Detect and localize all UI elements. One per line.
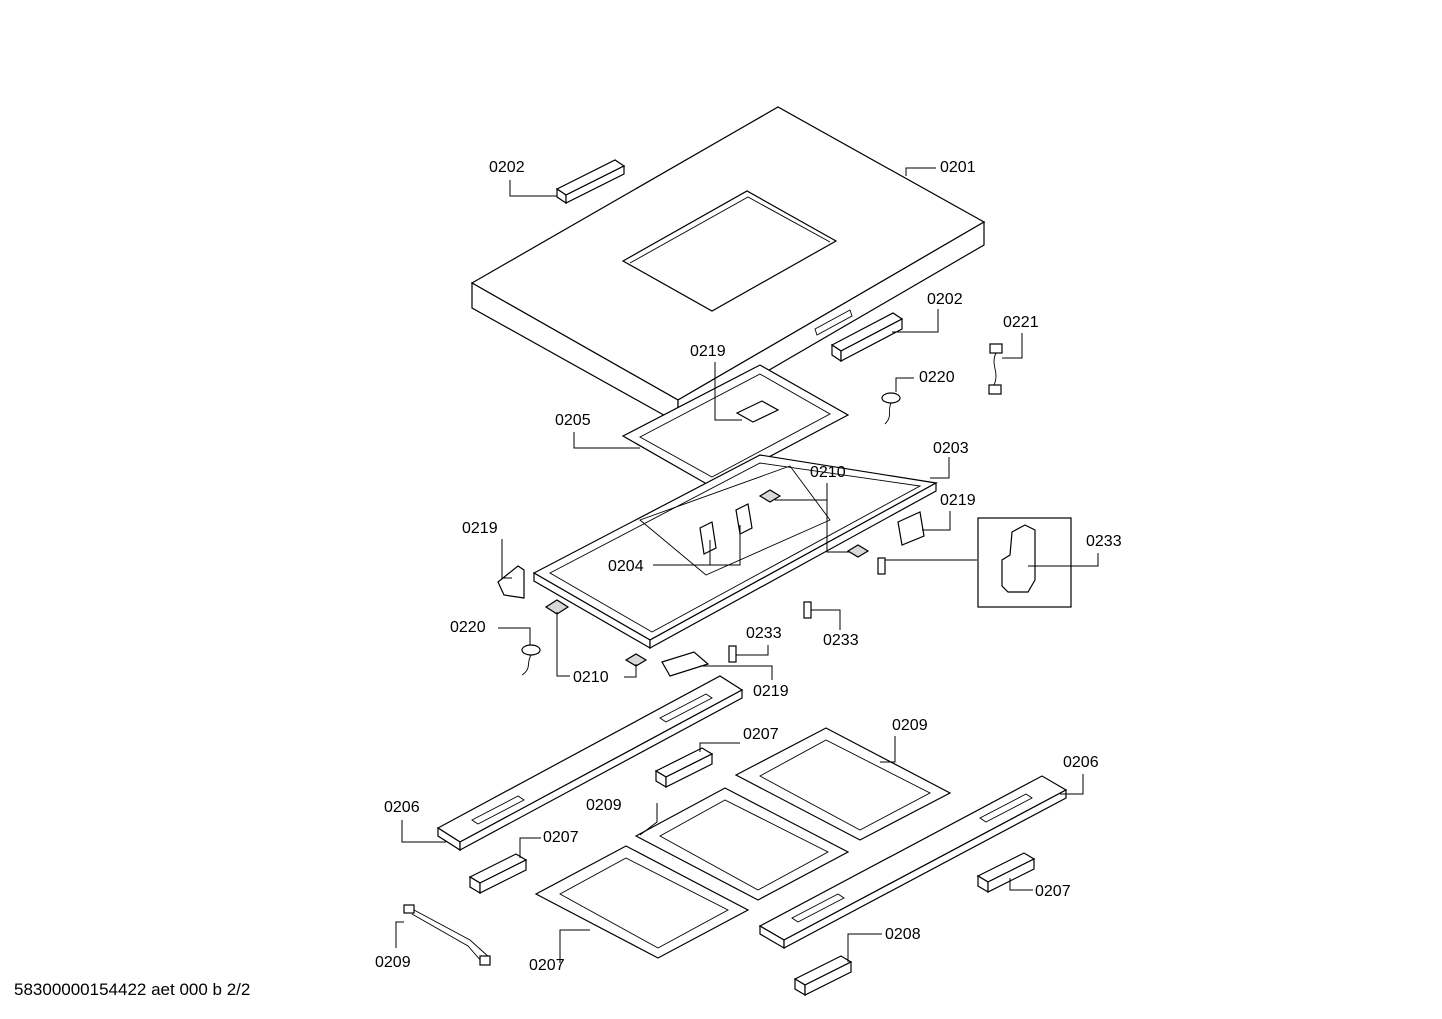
part-frame-0205 [621, 364, 850, 488]
callout-label: 0208 [885, 926, 921, 943]
callout-label: 0206 [1063, 754, 1099, 771]
part-cable-0221 [988, 343, 1003, 395]
callout-label: 0233 [823, 632, 859, 649]
callout-label: 0233 [746, 625, 782, 642]
callout-label: 0206 [384, 799, 420, 816]
part-harness-0208 [403, 904, 491, 966]
callout-label: 0219 [690, 343, 726, 360]
callout-label: 0203 [933, 440, 969, 457]
part-rail-0206-left [436, 675, 744, 852]
part-light-clip-top [555, 159, 626, 205]
callout-label: 0220 [919, 369, 955, 386]
callout-label: 0210 [810, 464, 846, 481]
part-light-clip-front [830, 312, 904, 363]
callout-label: 0219 [753, 683, 789, 700]
part-rail-0206-right [758, 775, 1068, 950]
callout-label: 0233 [1086, 533, 1122, 550]
callout-label: 0207 [543, 829, 579, 846]
part-base-plate-0203 [532, 454, 938, 650]
callout-label: 0205 [555, 412, 591, 429]
callout-label: 0202 [489, 159, 525, 176]
detail-box-0233 [977, 517, 1072, 608]
callout-label: 0207 [529, 957, 565, 974]
callout-label: 0209 [892, 717, 928, 734]
callout-labels: 0202 0201 0202 0221 0219 0220 0205 0203 … [375, 159, 1122, 974]
document-id: 58300000154422 aet 000 b 2/2 [14, 980, 251, 999]
callout-label: 0201 [940, 159, 976, 176]
callout-label: 0207 [1035, 883, 1071, 900]
part-pad-0210 [544, 489, 870, 667]
callout-label: 0207 [743, 726, 779, 743]
part-sensor-0220-top [881, 392, 901, 425]
leader-lines [395, 167, 1099, 963]
part-hood-cover [470, 106, 986, 425]
callout-label: 0204 [608, 558, 644, 575]
part-sensor-0220-left [521, 644, 541, 676]
callout-label: 0202 [927, 291, 963, 308]
part-heater-0207 [468, 747, 1036, 997]
part-filter-0209 [534, 727, 952, 959]
callout-label: 0219 [940, 492, 976, 509]
callout-label: 0210 [573, 669, 609, 686]
callout-label: 0219 [462, 520, 498, 537]
part-hinge-0219 [497, 511, 925, 677]
callout-label: 0209 [586, 797, 622, 814]
callout-label: 0221 [1003, 314, 1039, 331]
callout-label: 0220 [450, 619, 486, 636]
callout-label: 0209 [375, 954, 411, 971]
